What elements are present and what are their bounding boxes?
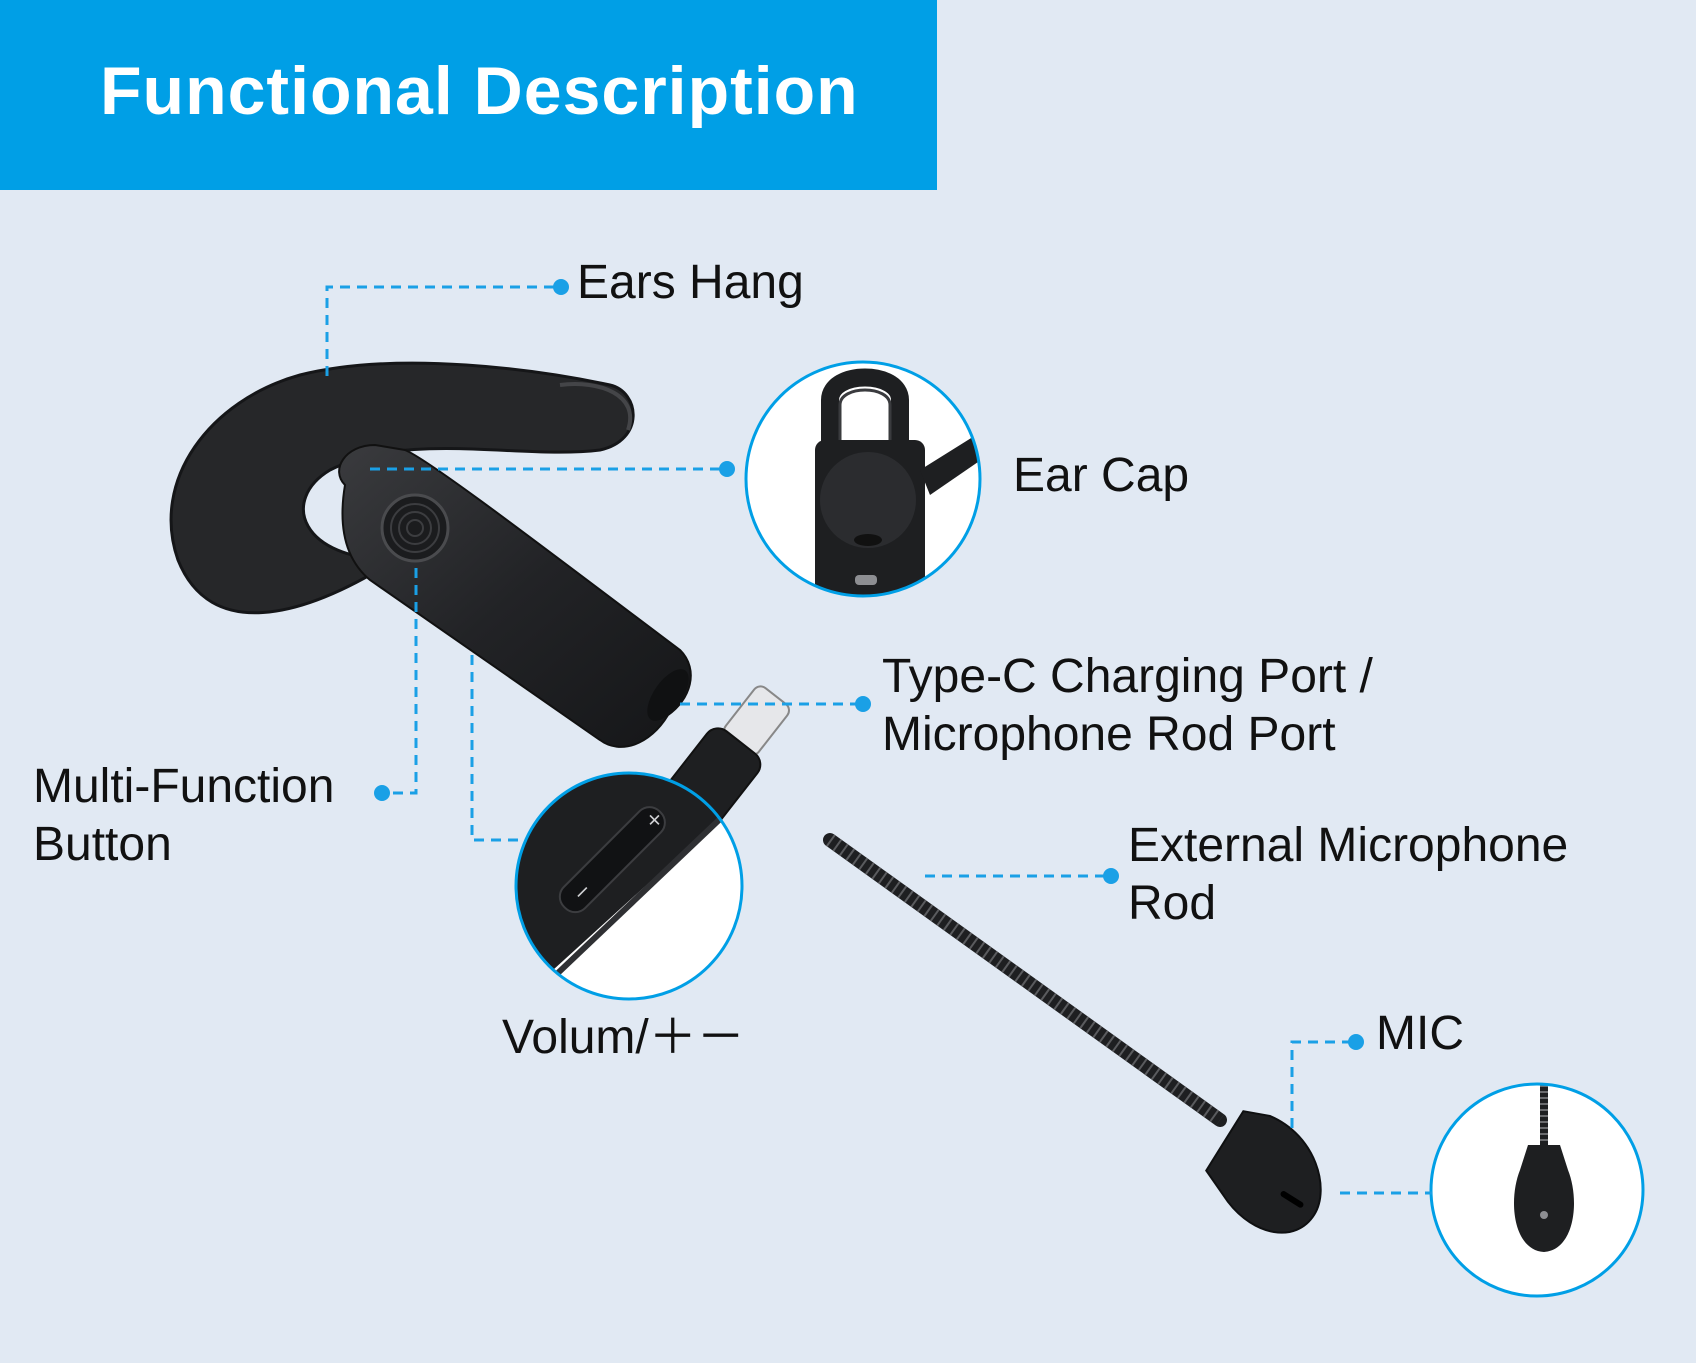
leader-lines [325,285,1432,1195]
page-title: Functional Description [100,53,859,129]
label-external-mic-line1: External Microphone [1128,819,1569,872]
ear-hook [169,361,635,615]
label-charging-port-line1: Type-C Charging Port / [882,650,1373,703]
label-volume: Volum/＋－ [502,1011,745,1064]
label-external-mic-line2: Rod [1128,877,1217,930]
label-charging-port-line2: Microphone Rod Port [882,708,1336,761]
label-multi-function-line2: Button [33,818,172,871]
ear-cap-detail [744,360,982,598]
mic-head [1205,1110,1322,1234]
volume-buttons-detail: + − [514,771,744,1001]
mic-head-detail [1429,1082,1645,1298]
label-ears-hang: Ears Hang [577,256,804,309]
label-multi-function-line1: Multi-Function [33,760,335,813]
label-multi-function-button: Multi-Function Button [33,758,334,874]
headset-illustration [169,361,1322,1234]
leader-dots [374,279,1364,1050]
header-bar: Functional Description [0,0,937,190]
label-charging-port: Type-C Charging Port / Microphone Rod Po… [882,648,1373,764]
label-ear-cap: Ear Cap [1013,449,1190,502]
headset-body [338,443,692,748]
label-mic: MIC [1376,1007,1464,1060]
label-external-microphone-rod: External Microphone Rod [1128,817,1568,933]
